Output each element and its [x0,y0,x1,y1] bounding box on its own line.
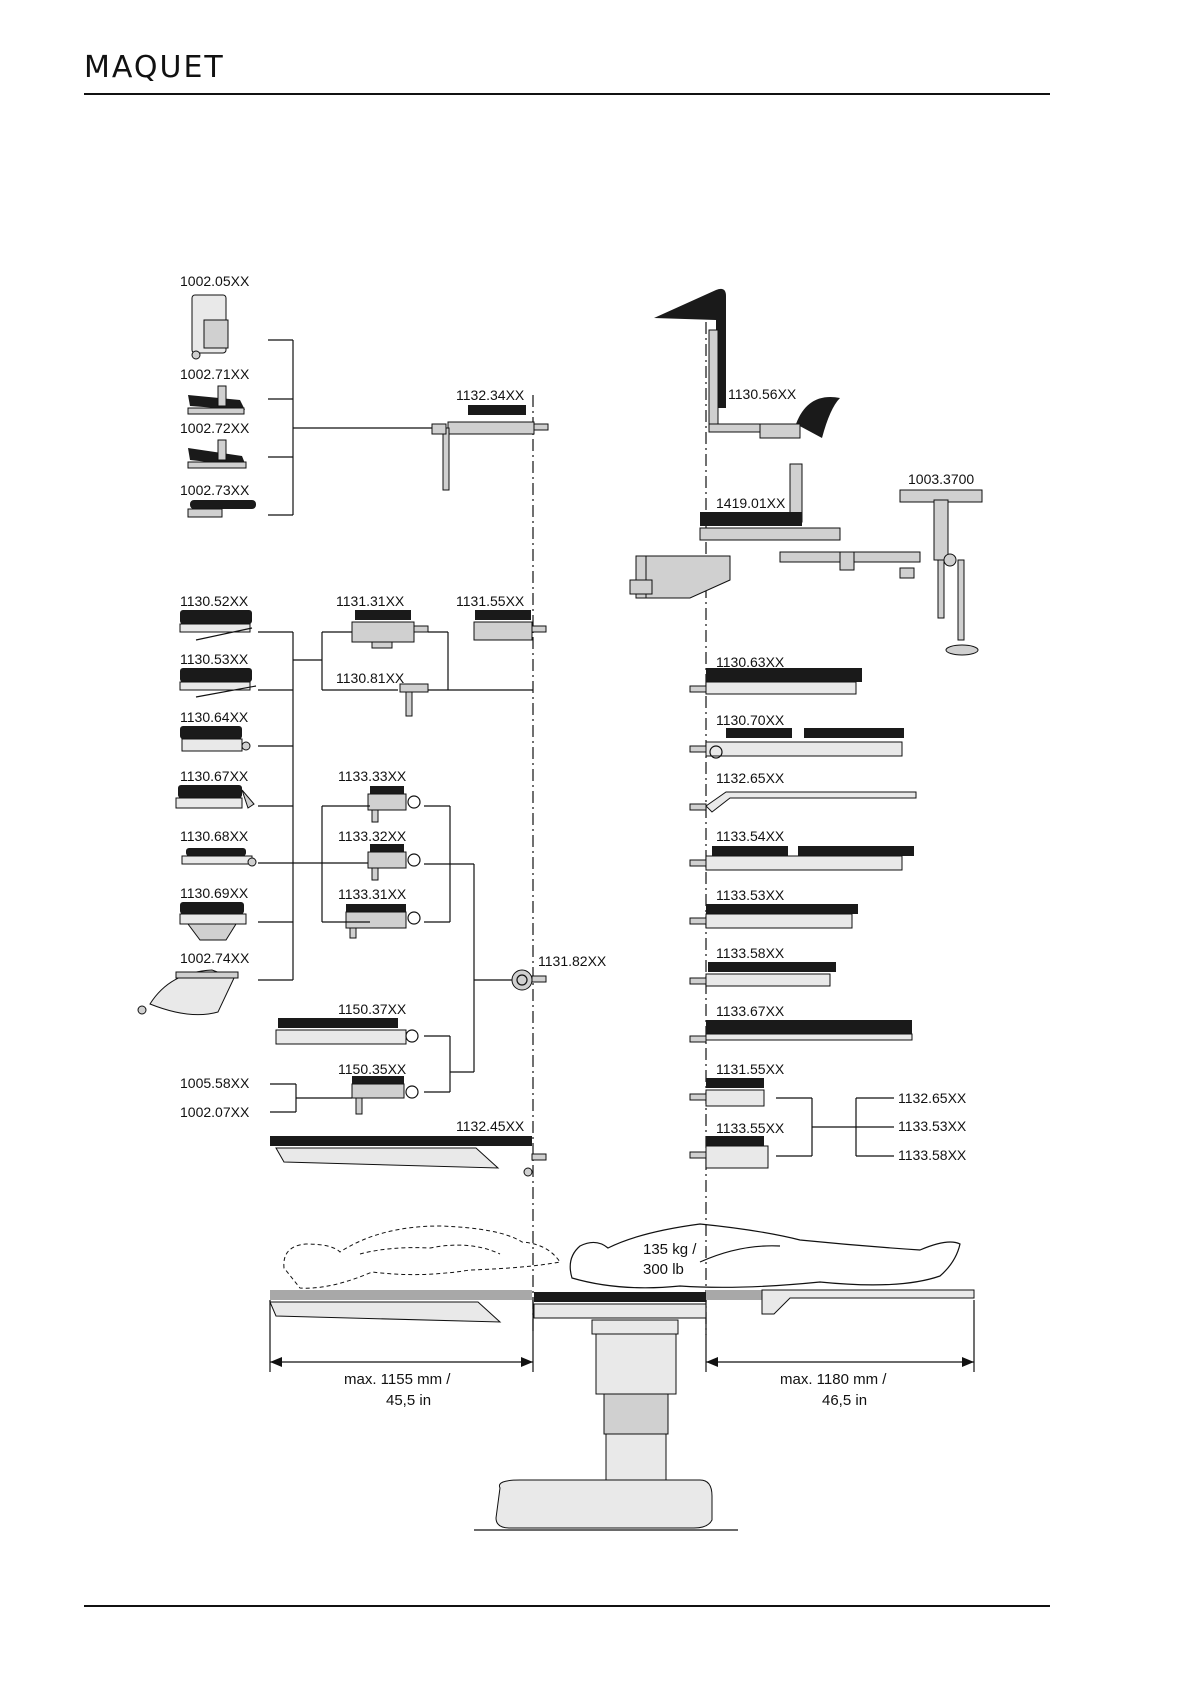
label-1002-72: 1002.72XX [180,420,250,436]
part-1130-67 [175,785,255,809]
label-1131-55-right: 1131.55XX [716,1061,785,1077]
extension-1133-53 [689,904,858,929]
label-1133-54: 1133.54XX [716,828,785,844]
label-1133-58-a: 1133.58XX [716,945,785,961]
label-1130-68: 1130.68XX [180,828,249,844]
part-1130-64 [180,726,251,752]
label-1002-71: 1002.71XX [180,366,250,382]
label-1131-55-left: 1131.55XX [456,593,525,609]
label-1002-07: 1002.07XX [180,1104,250,1120]
headrest-1002-73 [187,500,256,518]
extension-1133-67 [689,1020,913,1043]
board-1132-45 [270,1136,547,1177]
clamp-1133-31 [345,904,421,939]
label-1131-31: 1131.31XX [336,593,405,609]
dimension-right-line-2: 46,5 in [822,1392,867,1409]
headrest-frame-1130-56 [654,288,840,439]
label-1133-32: 1133.32XX [338,828,407,844]
extension-1130-63 [689,668,862,695]
max-weight-line-2: 300 lb [643,1261,684,1278]
label-1132-45: 1132.45XX [456,1118,525,1134]
extension-1133-58 [689,962,836,987]
label-1003-3700: 1003.3700 [908,471,974,487]
headrest-adapter-1132-34 [431,405,549,491]
dimension-right-line-1: max. 1180 mm / [780,1371,887,1388]
label-1133-53-a: 1133.53XX [716,887,785,903]
adapter-1131-31 [351,610,429,649]
bracket-1131 [428,631,533,691]
adapter-1131-55-left [473,610,547,641]
maquet-logo: MAQUET [84,50,225,85]
label-1150-37: 1150.37XX [338,1001,407,1017]
adapter-1133-55 [689,1136,769,1169]
operating-table [269,1289,975,1531]
label-1130-69: 1130.69XX [180,885,249,901]
bracket-headrests [268,339,432,516]
board-1150-37 [275,1018,419,1045]
label-1133-67: 1133.67XX [716,1003,785,1019]
label-1130-67: 1130.67XX [180,768,249,784]
part-1130-52 [179,610,253,641]
patient-outline-dashed [283,1225,561,1289]
extension-1132-65 [689,791,917,813]
label-1132-65-a: 1132.65XX [716,770,785,786]
label-1133-53-b: 1133.53XX [898,1118,967,1134]
part-1002-74 [137,969,239,1016]
max-weight-line-1: 135 kg / [643,1241,697,1258]
label-1002-05: 1002.05XX [180,273,250,289]
label-1130-70: 1130.70XX [716,712,785,728]
extension-1133-54 [689,846,914,871]
headrest-1002-72 [187,439,247,469]
bracket-1150 [270,1035,474,1113]
label-1130-81: 1130.81XX [336,670,405,686]
bracket-side-rails [258,631,398,981]
label-1130-56: 1130.56XX [728,386,797,402]
clamp-1133-33 [367,786,421,823]
label-1133-31: 1133.31XX [338,886,407,902]
label-1130-52: 1130.52XX [180,593,249,609]
headrest-1002-05 [191,294,229,360]
label-1419-01: 1419.01XX [716,495,786,511]
arm-support-1419-01 [629,463,921,599]
dimension-left-line-2: 45,5 in [386,1392,431,1409]
label-1133-55: 1133.55XX [716,1120,785,1136]
label-1131-82: 1131.82XX [538,953,607,969]
headrest-1002-71 [187,385,245,415]
clamp-1130-81 [399,683,429,717]
label-1132-34: 1132.34XX [456,387,525,403]
clamp-1131-82 [511,969,547,991]
label-1130-64: 1130.64XX [180,709,249,725]
dimension-left-line-1: max. 1155 mm / [344,1371,451,1388]
footer-rule [84,1605,1050,1607]
label-1133-33: 1133.33XX [338,768,407,784]
stand-1003-3700 [899,489,983,656]
label-1002-73: 1002.73XX [180,482,250,498]
bracket-right-adapters [776,1097,894,1157]
label-1002-74: 1002.74XX [180,950,250,966]
part-1130-68 [181,848,257,867]
part-1130-69 [179,902,247,941]
clamp-1150-35 [351,1076,419,1115]
dimension-left [269,1300,534,1372]
extension-1130-70 [689,728,904,759]
label-1130-63: 1130.63XX [716,654,785,670]
part-1130-53 [179,668,257,698]
label-1130-53: 1130.53XX [180,651,249,667]
label-1005-58: 1005.58XX [180,1075,250,1091]
label-1150-35: 1150.35XX [338,1061,407,1077]
label-1133-58-b: 1133.58XX [898,1147,967,1163]
label-1132-65-b: 1132.65XX [898,1090,967,1106]
bracket-1133 [321,805,512,1072]
clamp-1133-32 [367,844,421,881]
dimension-right [705,1300,975,1372]
header-rule [84,93,1050,95]
patient-outline-solid [569,1223,961,1289]
adapter-1131-55-right [689,1078,765,1107]
